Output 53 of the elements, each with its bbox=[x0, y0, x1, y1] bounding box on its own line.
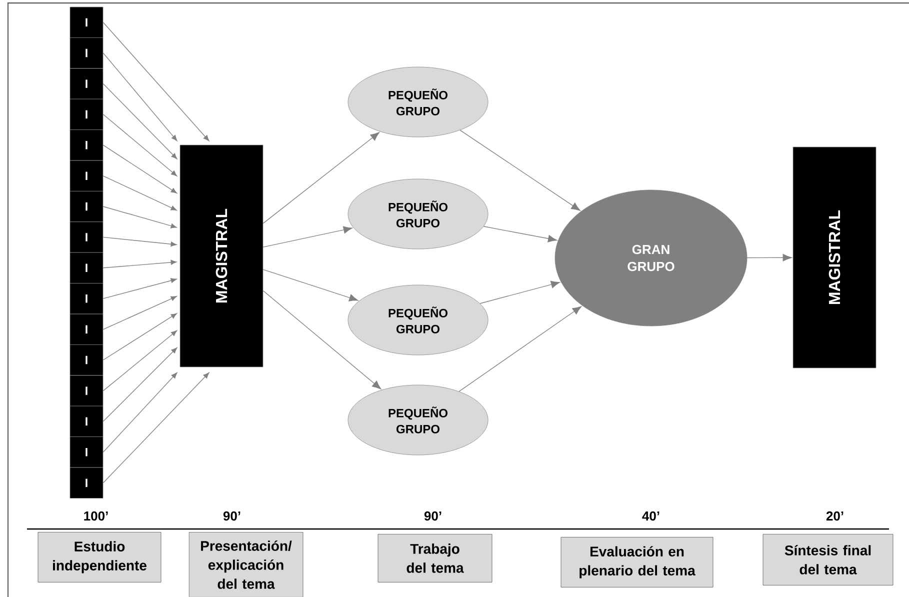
study-box: I bbox=[70, 68, 104, 100]
arrow bbox=[102, 296, 177, 330]
arrow bbox=[102, 372, 210, 484]
study-box: I bbox=[70, 436, 104, 468]
study-box: I bbox=[70, 344, 104, 376]
study-box: I bbox=[70, 222, 104, 253]
arrow bbox=[102, 206, 177, 228]
duration-label: 40’ bbox=[642, 511, 660, 521]
arrow bbox=[102, 313, 177, 360]
phase-box: Trabajo del tema bbox=[378, 534, 492, 582]
arrow bbox=[480, 280, 560, 304]
duration-label: 100’ bbox=[84, 511, 108, 521]
lecture-box: MAGISTRAL bbox=[180, 144, 264, 368]
arrow bbox=[102, 22, 210, 142]
study-box: I bbox=[70, 252, 104, 284]
study-box: I bbox=[70, 130, 104, 161]
arrow bbox=[102, 52, 178, 142]
phase-box: Presentación/ explicación del tema bbox=[188, 532, 304, 597]
arrow bbox=[483, 226, 558, 242]
phase-box: Estudio independiente bbox=[38, 532, 162, 582]
study-box: I bbox=[70, 467, 104, 498]
arrow bbox=[102, 260, 177, 268]
arrow bbox=[262, 226, 352, 248]
lecture-box: MAGISTRAL bbox=[792, 146, 876, 368]
arrow bbox=[102, 372, 178, 452]
arrow bbox=[102, 236, 177, 247]
arrow bbox=[102, 278, 177, 299]
arrow bbox=[262, 290, 382, 390]
phase-box: Síntesis final del tema bbox=[762, 534, 894, 586]
arrow bbox=[458, 306, 582, 392]
duration-label: 20’ bbox=[826, 511, 844, 521]
arrow bbox=[262, 269, 358, 302]
arrow bbox=[102, 83, 178, 160]
arrow bbox=[102, 114, 178, 176]
study-box: I bbox=[70, 283, 104, 314]
study-box: I bbox=[70, 375, 104, 406]
study-box: I bbox=[70, 190, 104, 222]
study-box: I bbox=[70, 6, 104, 38]
study-box: I bbox=[70, 406, 104, 437]
arrow bbox=[102, 330, 178, 392]
duration-label: 90’ bbox=[424, 511, 442, 521]
duration-label: 90’ bbox=[223, 511, 240, 521]
phase-box: Evaluación en plenario del tema bbox=[560, 537, 714, 588]
study-box: I bbox=[70, 37, 104, 69]
study-box: I bbox=[70, 314, 104, 345]
study-box: I bbox=[70, 98, 104, 130]
arrow bbox=[746, 254, 792, 262]
arrow bbox=[102, 176, 177, 211]
arrow bbox=[102, 144, 177, 194]
study-box: I bbox=[70, 160, 104, 192]
arrow bbox=[102, 347, 178, 422]
arrow bbox=[262, 132, 380, 224]
arrow bbox=[460, 130, 580, 211]
